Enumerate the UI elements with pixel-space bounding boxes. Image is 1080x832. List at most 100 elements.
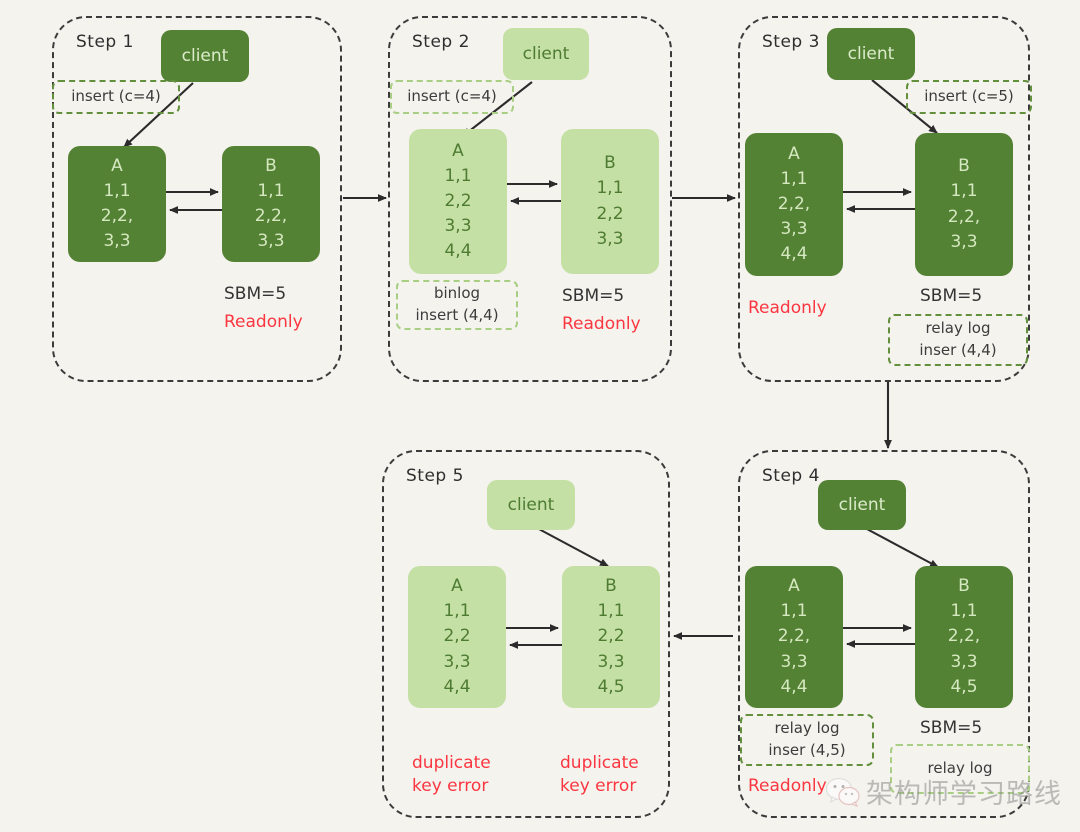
step-3-insert-line: insert (c=5) xyxy=(924,87,1014,106)
step-5-client-box: client xyxy=(487,480,575,530)
step-2-client-label: client xyxy=(522,44,570,64)
step-3-node-a-row-1: 2,2, xyxy=(777,193,811,214)
panel-step-2: Step 2 xyxy=(388,16,672,382)
step-1-node-a: A 1,1 2,2, 3,3 xyxy=(68,146,166,262)
step-2-node-a-title: A xyxy=(452,140,464,161)
step-5-node-b-title: B xyxy=(605,576,617,597)
step-1-node-a-title: A xyxy=(111,155,123,176)
step-4-relay-right-line-0: relay log xyxy=(927,759,993,778)
step-4-readonly-label: Readonly xyxy=(748,776,827,796)
step-2-node-a: A 1,1 2,2 3,3 4,4 xyxy=(409,129,507,274)
step-4-title: Step 4 xyxy=(762,466,820,486)
step-5-node-a: A 1,1 2,2 3,3 4,4 xyxy=(408,566,506,708)
step-5-node-b-row-2: 3,3 xyxy=(597,651,625,672)
step-3-insert-chip: insert (c=5) xyxy=(906,80,1032,114)
step-2-node-a-row-1: 2,2 xyxy=(444,190,472,211)
step-1-insert-chip: insert (c=4) xyxy=(52,80,180,114)
step-2-node-a-row-3: 4,4 xyxy=(444,241,472,262)
step-4-node-a: A 1,1 2,2, 3,3 4,4 xyxy=(745,566,843,708)
step-2-title: Step 2 xyxy=(412,32,470,52)
step-4-node-b: B 1,1 2,2, 3,3 4,5 xyxy=(915,566,1013,708)
wechat-icon xyxy=(826,777,860,807)
step-4-node-a-title: A xyxy=(788,576,800,597)
step-4-node-a-row-2: 3,3 xyxy=(780,651,808,672)
step-1-sbm-label: SBM=5 xyxy=(224,284,287,304)
step-1-node-b-title: B xyxy=(265,155,277,176)
step-5-node-a-row-1: 2,2 xyxy=(443,626,471,647)
step-3-title: Step 3 xyxy=(762,32,820,52)
step-4-node-b-title: B xyxy=(958,576,970,597)
step-3-node-b-row-0: 1,1 xyxy=(950,181,978,202)
step-3-node-a-row-2: 3,3 xyxy=(780,219,808,240)
step-4-node-a-row-3: 4,4 xyxy=(780,676,808,697)
step-4-client-label: client xyxy=(838,495,886,515)
step-2-node-b-title: B xyxy=(604,153,616,174)
step-5-title: Step 5 xyxy=(406,466,464,486)
step-2-binlog-line-0: binlog xyxy=(433,284,481,303)
step-1-insert-line: insert (c=4) xyxy=(71,87,161,106)
step-3-node-a-row-0: 1,1 xyxy=(780,168,808,189)
step-4-relay-chip-left: relay log inser (4,5) xyxy=(740,714,874,766)
step-3-node-b: B 1,1 2,2, 3,3 xyxy=(915,133,1013,276)
step-4-node-a-row-1: 2,2, xyxy=(777,626,811,647)
step-2-insert-chip: insert (c=4) xyxy=(390,80,514,114)
panel-step-3: Step 3 xyxy=(738,16,1030,382)
step-3-node-b-row-1: 2,2, xyxy=(947,206,981,227)
panel-step-4: Step 4 xyxy=(738,450,1030,818)
step-2-node-b-row-2: 3,3 xyxy=(596,228,624,249)
step-3-node-b-title: B xyxy=(958,156,970,177)
step-2-node-a-row-0: 1,1 xyxy=(444,165,472,186)
step-4-node-b-row-2: 3,3 xyxy=(950,651,978,672)
step-2-node-b: B 1,1 2,2 3,3 xyxy=(561,129,659,274)
step-1-node-b-row-1: 2,2, xyxy=(254,206,288,226)
step-5-error-a: duplicate key error xyxy=(412,753,491,796)
step-4-relay-left-line-0: relay log xyxy=(774,719,840,738)
step-1-node-a-row-0: 1,1 xyxy=(103,180,131,201)
step-3-sbm-label: SBM=5 xyxy=(920,286,983,306)
step-5-error-b: duplicate key error xyxy=(560,753,639,796)
step-4-client-box: client xyxy=(818,480,906,530)
step-2-node-b-row-1: 2,2 xyxy=(596,203,624,224)
step-1-client-box: client xyxy=(161,30,249,82)
watermark: 架构师学习路线 xyxy=(826,772,1062,811)
step-4-node-b-row-0: 1,1 xyxy=(950,601,978,622)
step-3-relay-chip: relay log inser (4,4) xyxy=(888,314,1028,366)
step-3-node-b-row-2: 3,3 xyxy=(950,231,978,252)
step-2-node-a-row-2: 3,3 xyxy=(444,216,472,237)
step-2-node-b-row-0: 1,1 xyxy=(596,178,624,199)
watermark-text: 架构师学习路线 xyxy=(866,779,1062,810)
step-1-node-a-row-1: 2,2, xyxy=(100,206,134,226)
step-4-node-a-row-0: 1,1 xyxy=(780,601,808,622)
step-4-node-b-row-3: 4,5 xyxy=(950,676,978,697)
step-5-client-label: client xyxy=(507,495,555,515)
step-1-title: Step 1 xyxy=(76,32,134,52)
step-2-binlog-line-1: insert (4,4) xyxy=(415,306,499,324)
step-5-node-b-row-3: 4,5 xyxy=(597,676,625,697)
step-5-node-a-title: A xyxy=(451,576,463,597)
step-1-node-a-row-2: 3,3 xyxy=(103,231,131,252)
step-5-node-b: B 1,1 2,2 3,3 4,5 xyxy=(562,566,660,708)
step-2-binlog-chip: binlog insert (4,4) xyxy=(396,280,518,330)
step-3-readonly-label: Readonly xyxy=(748,298,827,318)
step-4-relay-chip-right: relay log xyxy=(890,744,1030,794)
panel-step-1: Step 1 xyxy=(52,16,342,382)
step-3-relay-line-0: relay log xyxy=(925,319,991,338)
step-4-relay-left-line-1: inser (4,5) xyxy=(768,741,846,759)
step-3-client-box: client xyxy=(827,28,915,80)
step-5-node-a-row-2: 3,3 xyxy=(443,651,471,672)
step-1-node-b-row-0: 1,1 xyxy=(257,180,285,201)
step-5-node-b-row-1: 2,2 xyxy=(597,626,625,647)
step-3-node-a-row-3: 4,4 xyxy=(780,244,808,265)
step-1-node-b: B 1,1 2,2, 3,3 xyxy=(222,146,320,262)
step-5-node-a-row-0: 1,1 xyxy=(443,601,471,622)
step-4-sbm-label: SBM=5 xyxy=(920,718,983,738)
step-3-node-a-title: A xyxy=(788,143,800,164)
step-2-readonly-label: Readonly xyxy=(562,314,641,334)
step-2-sbm-label: SBM=5 xyxy=(562,286,625,306)
step-3-client-label: client xyxy=(847,44,895,64)
step-2-insert-line: insert (c=4) xyxy=(407,87,497,106)
step-1-node-b-row-2: 3,3 xyxy=(257,231,285,252)
step-3-relay-line-1: inser (4,4) xyxy=(919,341,997,359)
step-3-node-a: A 1,1 2,2, 3,3 4,4 xyxy=(745,133,843,276)
